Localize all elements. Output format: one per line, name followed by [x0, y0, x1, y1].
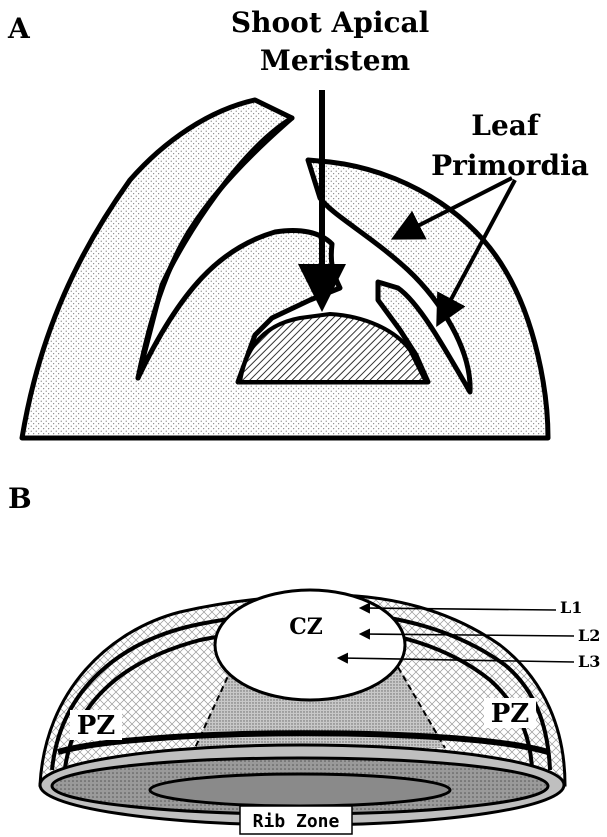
rib-zone-label: Rib Zone	[253, 811, 340, 832]
l3-label: L3	[578, 652, 600, 671]
pz-left-label: PZ	[77, 711, 116, 741]
rim-inner	[150, 774, 450, 806]
primordia-label: Leaf Primordia	[431, 109, 589, 182]
panel-a-letter: A	[7, 12, 31, 45]
pz-right-label: PZ	[491, 699, 530, 729]
meristem-label-line2: Meristem	[260, 44, 410, 77]
primordia-label-line1: Leaf	[471, 109, 541, 142]
panel-a: A Shoot Apical Meristem Leaf Primordia	[7, 6, 589, 438]
meristem-label: Shoot Apical Meristem	[231, 6, 439, 77]
central-zone-ellipse	[215, 590, 405, 700]
l1-label: L1	[560, 598, 582, 617]
panel-b: B Rib Zone CZ PZ PZ L1 L2 L	[8, 482, 600, 834]
cz-label: CZ	[289, 614, 323, 640]
panel-b-letter: B	[8, 482, 32, 515]
meristem-label-line1: Shoot Apical	[231, 6, 429, 39]
l2-label: L2	[578, 626, 600, 645]
